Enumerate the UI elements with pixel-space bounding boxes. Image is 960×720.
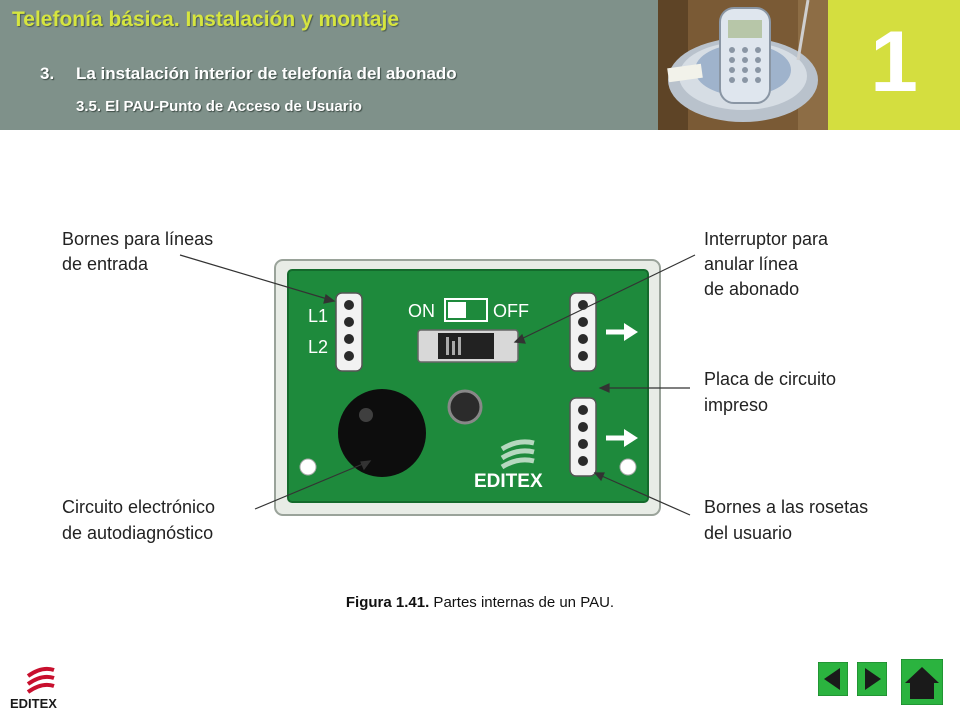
- editex-logo-icon: EDITEX: [10, 666, 57, 711]
- caption-prefix: Figura 1.41.: [345, 594, 430, 611]
- chapter-badge: 1: [828, 0, 960, 130]
- status-led: [447, 389, 483, 425]
- editex-logo: EDITEX: [8, 664, 72, 712]
- mounting-hole-left: [299, 458, 317, 476]
- label-user-terminals-2: del usuario: [704, 523, 792, 543]
- cordless-phone-photo: [658, 0, 828, 130]
- user-terminal-block-bottom: [569, 397, 597, 477]
- caption-text: Partes internas de un PAU.: [429, 594, 615, 611]
- board-brand: EDITEX: [474, 471, 543, 492]
- phone-illustration: [658, 0, 828, 130]
- label-user-terminals-1: Bornes a las rosetas: [704, 497, 868, 517]
- section-title: La instalación interior de telefonía del…: [76, 64, 457, 83]
- slide-title: Telefonía básica. Instalación y montaje: [12, 8, 400, 31]
- label-pcb-1: Placa de circuito: [704, 369, 836, 389]
- diagnostic-circuit-dome: [338, 389, 426, 477]
- mounting-hole-right: [619, 458, 637, 476]
- home-button[interactable]: [900, 658, 944, 706]
- output-arrow-bottom-icon: [606, 429, 638, 447]
- label-pcb-2: impreso: [704, 395, 768, 415]
- board-brand-logo-icon: [500, 439, 535, 470]
- l2-label: L2: [308, 337, 328, 357]
- pau-diagram: L1 L2 ON OFF EDITEX: [62, 229, 868, 543]
- label-diagnostic-2: de autodiagnóstico: [62, 523, 213, 543]
- home-icon: [900, 658, 944, 706]
- arrow-right-icon: [856, 661, 888, 697]
- previous-slide-button[interactable]: [817, 661, 849, 697]
- slide-header: Telefonía básica. Instalación y montaje …: [0, 0, 658, 130]
- figure-caption: Figura 1.41. Partes internas de un PAU.: [0, 594, 960, 611]
- callout-lines: [179, 254, 696, 516]
- input-terminal-block: [335, 292, 363, 372]
- chapter-number: 1: [870, 14, 918, 110]
- switch-indicator: [444, 298, 488, 322]
- switch-off-label: OFF: [493, 301, 529, 321]
- label-input-terminals-2: de entrada: [62, 254, 149, 274]
- slide-switch: [417, 329, 519, 363]
- section-number: 3.: [40, 64, 55, 83]
- label-switch-2: anular línea: [704, 254, 799, 274]
- output-arrow-top-icon: [606, 323, 638, 341]
- section-heading: 3. La instalación interior de telefonía d…: [40, 64, 457, 84]
- l1-label: L1: [308, 306, 328, 326]
- label-input-terminals-1: Bornes para líneas: [62, 229, 213, 249]
- label-switch-1: Interruptor para: [704, 229, 829, 249]
- logo-text: EDITEX: [10, 696, 57, 711]
- switch-indicator-knob: [448, 302, 466, 318]
- switch-on-label: ON: [408, 301, 435, 321]
- label-diagnostic-1: Circuito electrónico: [62, 497, 215, 517]
- arrow-left-icon: [817, 661, 849, 697]
- subsection-heading: 3.5. El PAU-Punto de Acceso de Usuario: [76, 98, 362, 115]
- label-switch-3: de abonado: [704, 279, 799, 299]
- next-slide-button[interactable]: [856, 661, 888, 697]
